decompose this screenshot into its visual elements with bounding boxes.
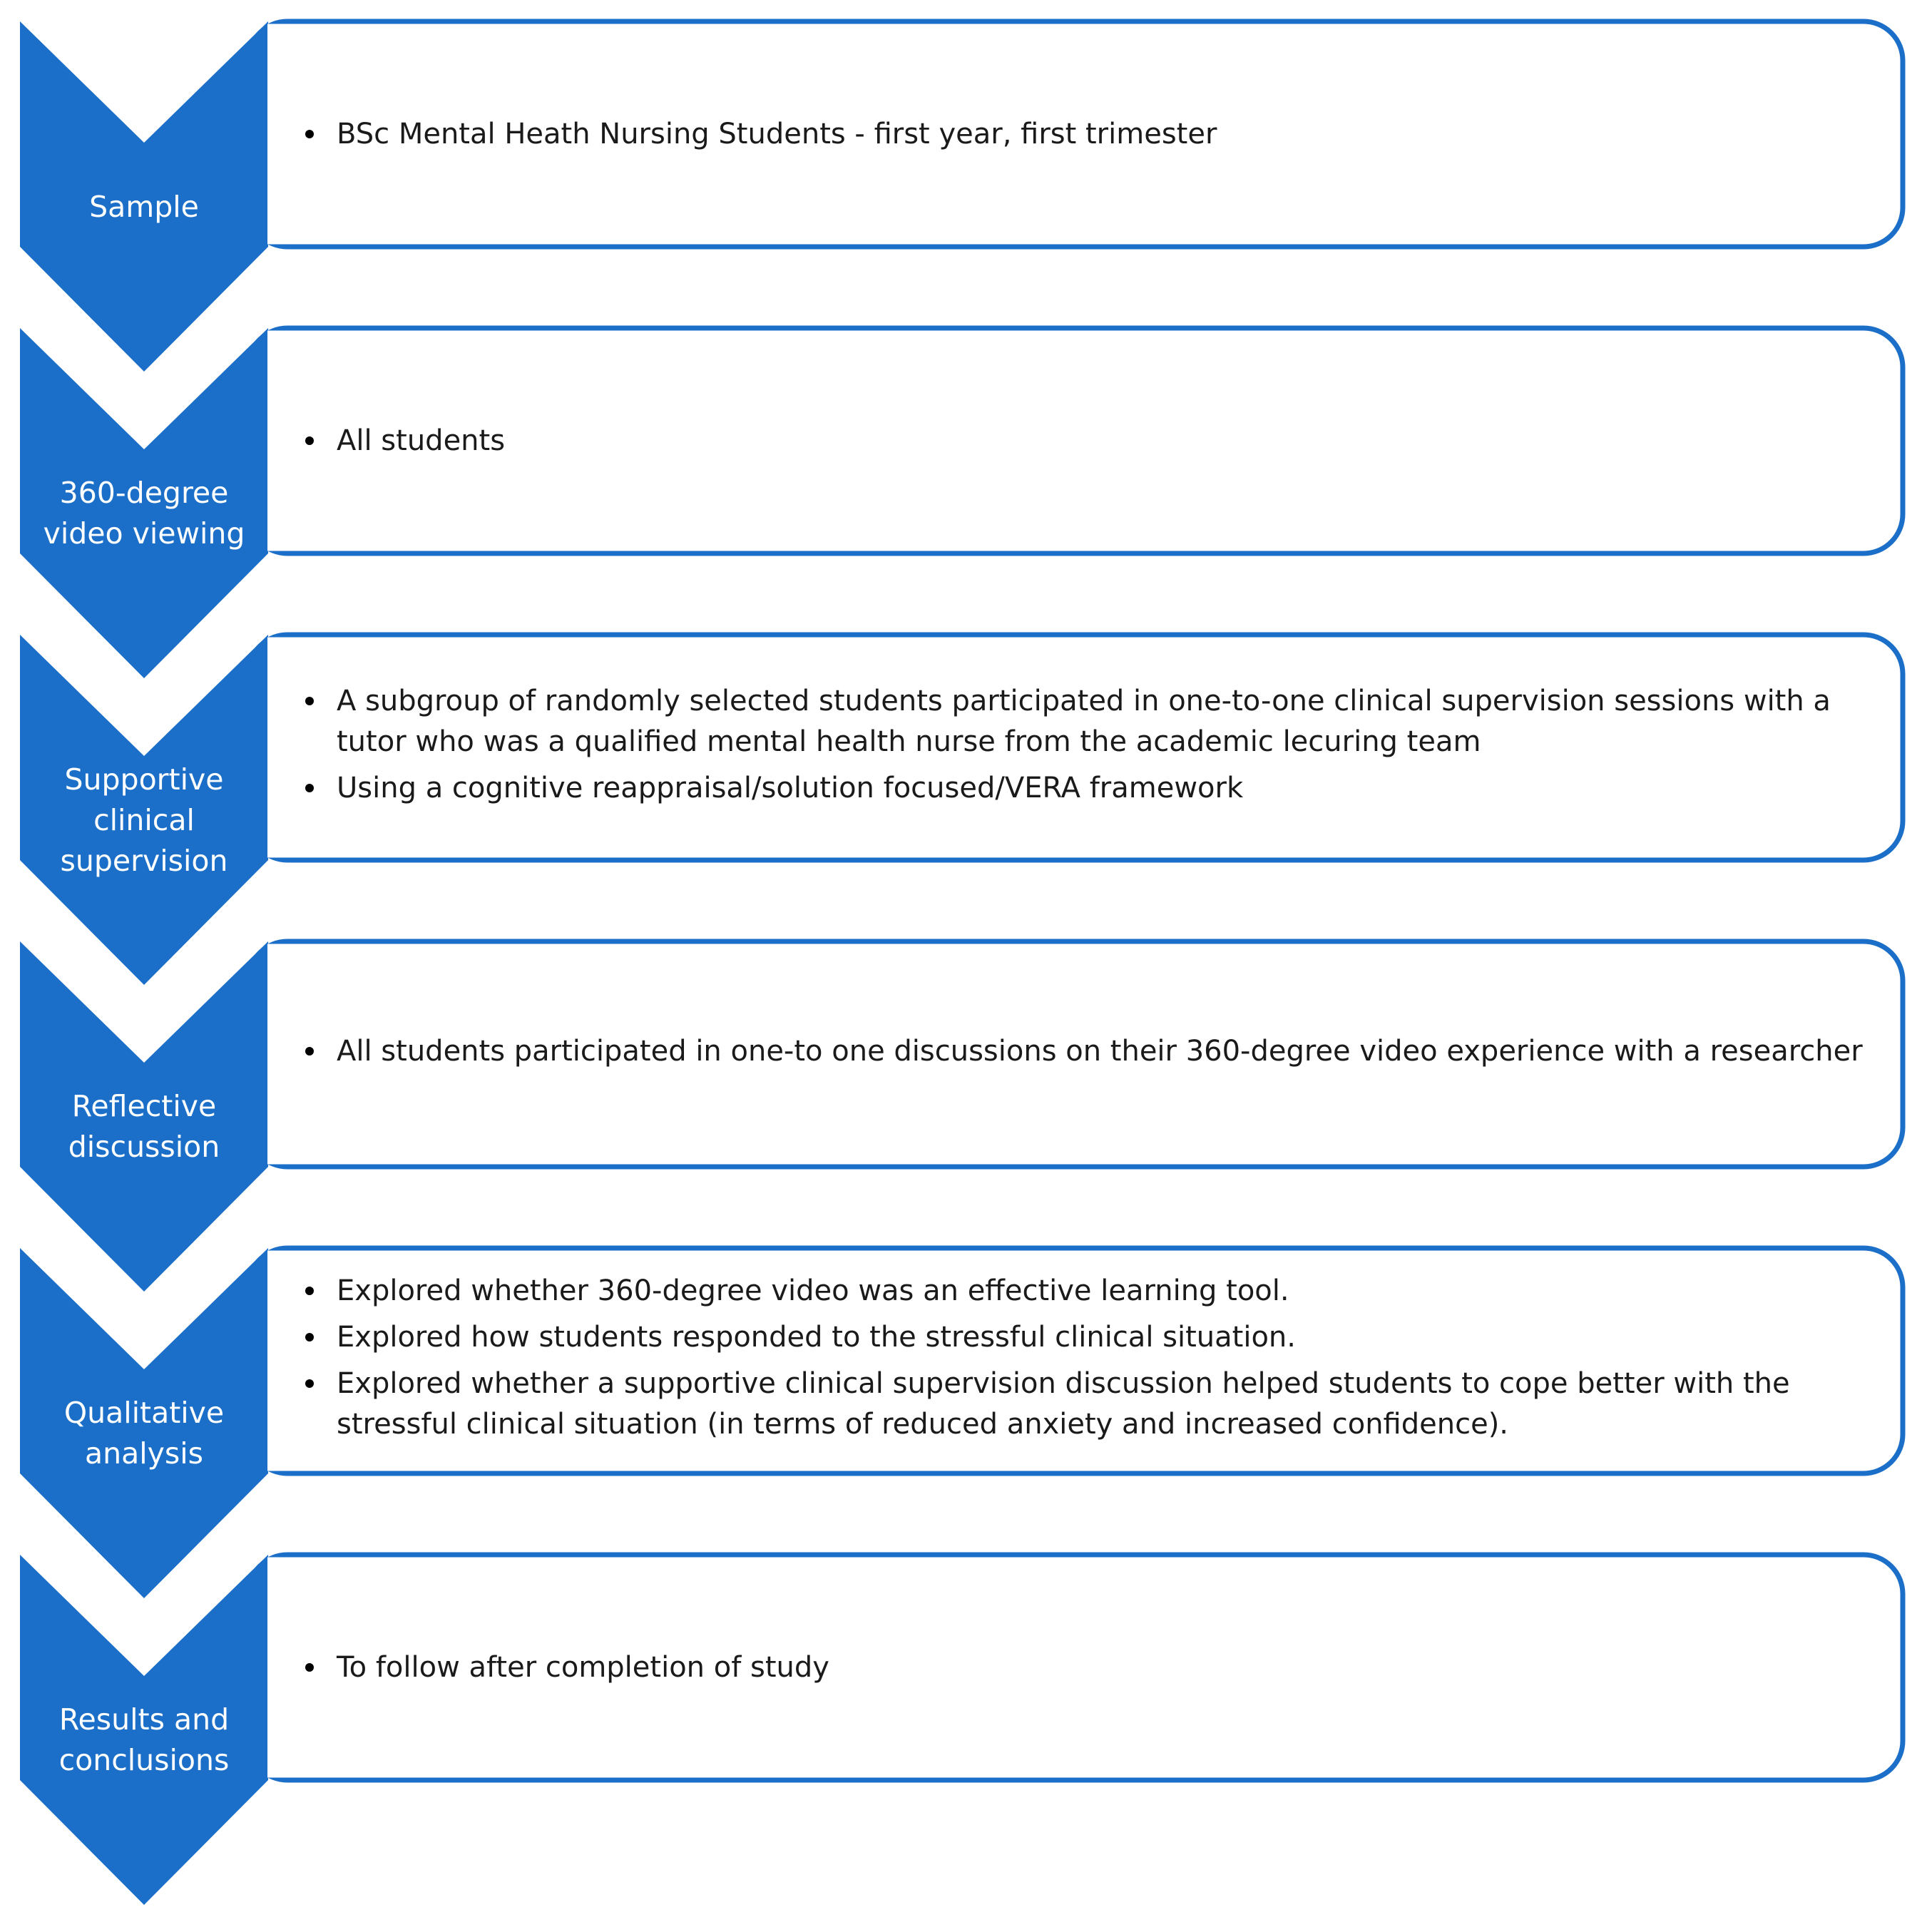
stage-chevron [20,21,268,372]
stage-box-left-mask [267,1557,296,1778]
stage-label-line: Reflective [71,1089,217,1123]
stage-label-line: Results and [58,1702,230,1737]
stage-label-line: Sample [89,189,199,224]
stage-chevron [20,635,268,985]
bullet-item: Explored whether 360-degree video was an… [287,1271,1877,1312]
stage-label-line: 360-degree [59,476,229,510]
stage-box-left-mask [267,330,296,551]
bullet-list: To follow after completion of study [287,1647,1877,1694]
bullet-list: All students participated in one-to one … [287,1031,1877,1078]
stage-chevron [20,1555,268,1905]
bullet-list: Explored whether 360-degree video was an… [287,1271,1877,1451]
stage-label: Sample [20,187,268,228]
bullet-item: Explored how students responded to the s… [287,1317,1877,1358]
bullet-item: All students participated in one-to one … [287,1031,1877,1072]
bullet-list: All students [287,421,1877,467]
stage-label-line: conclusions [58,1743,230,1777]
stage-content: Explored whether 360-degree video was an… [270,1255,1903,1466]
stage-label-line: discussion [68,1130,220,1164]
stage-label-line: Supportive [64,762,224,797]
bullet-item: All students [287,421,1877,461]
stage-content: All students participated in one-to one … [270,949,1903,1160]
stage-label-line: clinical [93,802,195,837]
stage-box-left-mask [267,944,296,1165]
stage-content: BSc Mental Heath Nursing Students - firs… [270,29,1903,240]
stage-label-line: Qualitative [63,1396,225,1430]
stage-label-line: video viewing [43,516,245,551]
stage-chevron [20,328,268,678]
stage-box-left-mask [267,637,296,858]
bullet-list: BSc Mental Heath Nursing Students - firs… [287,114,1877,160]
stage-chevron [20,941,268,1292]
stage-content: A subgroup of randomly selected students… [270,642,1903,853]
stage-box-left-mask [267,1250,296,1471]
bullet-item: Explored whether a supportive clinical s… [287,1364,1877,1445]
stage-label: Reflective discussion [20,1086,268,1167]
stage-label: 360-degree video viewing [20,473,268,554]
stage-label-line: supervision [60,843,228,878]
stage-label-line: analysis [84,1436,203,1471]
stage-chevron [20,1248,268,1598]
stage-label: Qualitative analysis [20,1393,268,1474]
bullet-list: A subgroup of randomly selected students… [287,681,1877,814]
stage-content: To follow after completion of study [270,1562,1903,1773]
stage-content: All students [270,335,1903,546]
bullet-item: A subgroup of randomly selected students… [287,681,1877,762]
stage-box-left-mask [267,24,296,245]
bullet-item: BSc Mental Heath Nursing Students - firs… [287,114,1877,155]
bullet-item: Using a cognitive reappraisal/solution f… [287,768,1877,809]
stage-label: Supportive clinical supervision [20,760,268,881]
bullet-item: To follow after completion of study [287,1647,1877,1688]
stage-label: Results and conclusions [20,1700,268,1781]
